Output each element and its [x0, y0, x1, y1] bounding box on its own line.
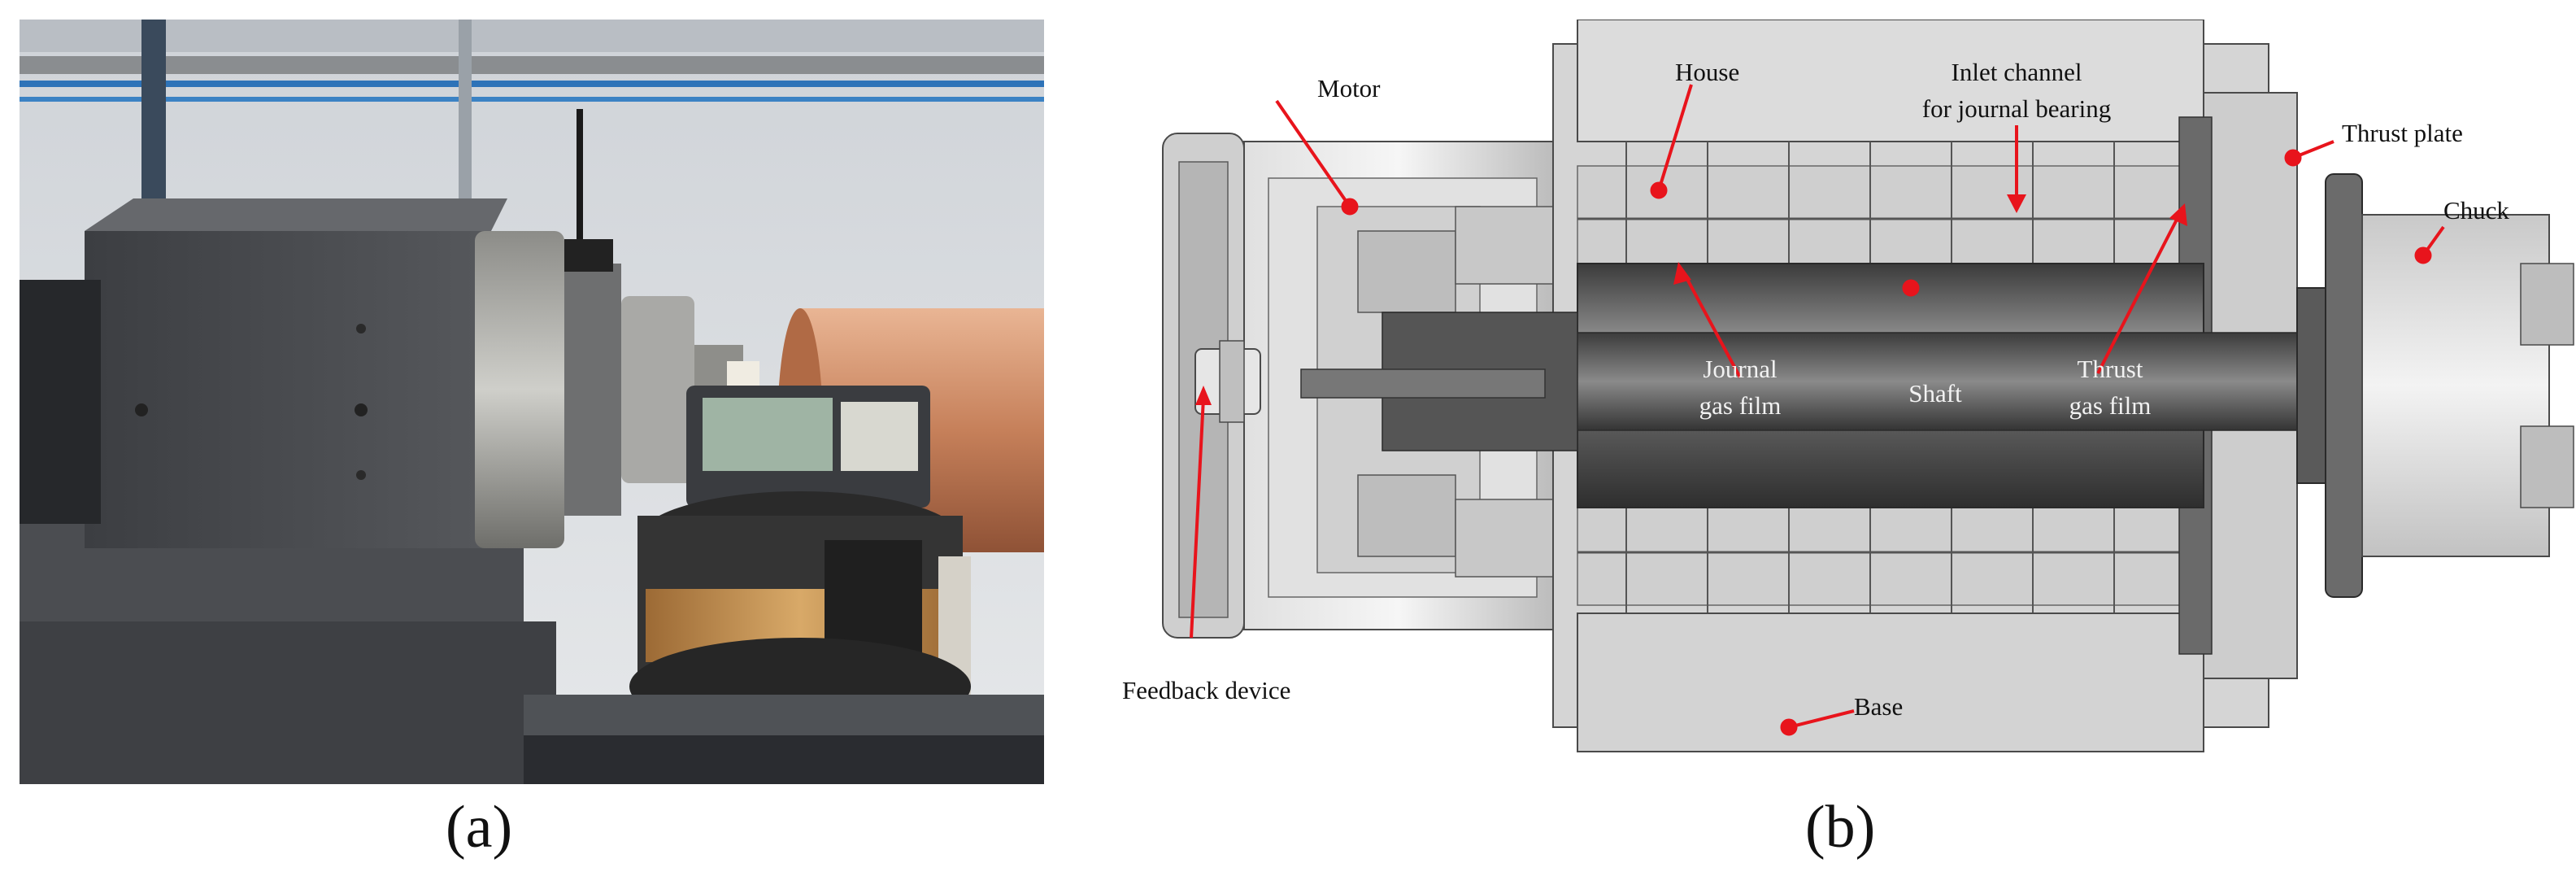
label-shaft: Shaft: [1908, 379, 1962, 408]
label-thrust-line1: Thrust: [2078, 355, 2143, 383]
label-thrust-line2: gas film: [2069, 391, 2152, 420]
label-house: House: [1675, 58, 1739, 86]
chuck: [2361, 214, 2550, 557]
caption-a: (a): [446, 794, 513, 861]
label-inlet-line2: for journal bearing: [1922, 94, 2111, 123]
photo-panel-a: [20, 20, 1044, 784]
caption-b: (b): [1805, 794, 1876, 861]
label-thrust-plate: Thrust plate: [2342, 119, 2463, 147]
label-chuck: Chuck: [2443, 196, 2509, 225]
spindle-test-rig-photo: [20, 20, 1044, 784]
label-motor: Motor: [1317, 74, 1381, 102]
label-inlet-line1: Inlet channel: [1952, 58, 2082, 86]
spindle-cross-section-diagram: Motor House Inlet channel for journal be…: [1122, 19, 2574, 752]
label-journal-line2: gas film: [1699, 391, 1782, 420]
label-journal-line1: Journal: [1703, 355, 1777, 383]
cross-section-panel-b: Motor House Inlet channel for journal be…: [1122, 19, 2576, 800]
flange: [2325, 173, 2363, 598]
base: [1577, 613, 2204, 752]
label-feedback-device: Feedback device: [1122, 676, 1290, 704]
label-base: Base: [1854, 692, 1903, 721]
